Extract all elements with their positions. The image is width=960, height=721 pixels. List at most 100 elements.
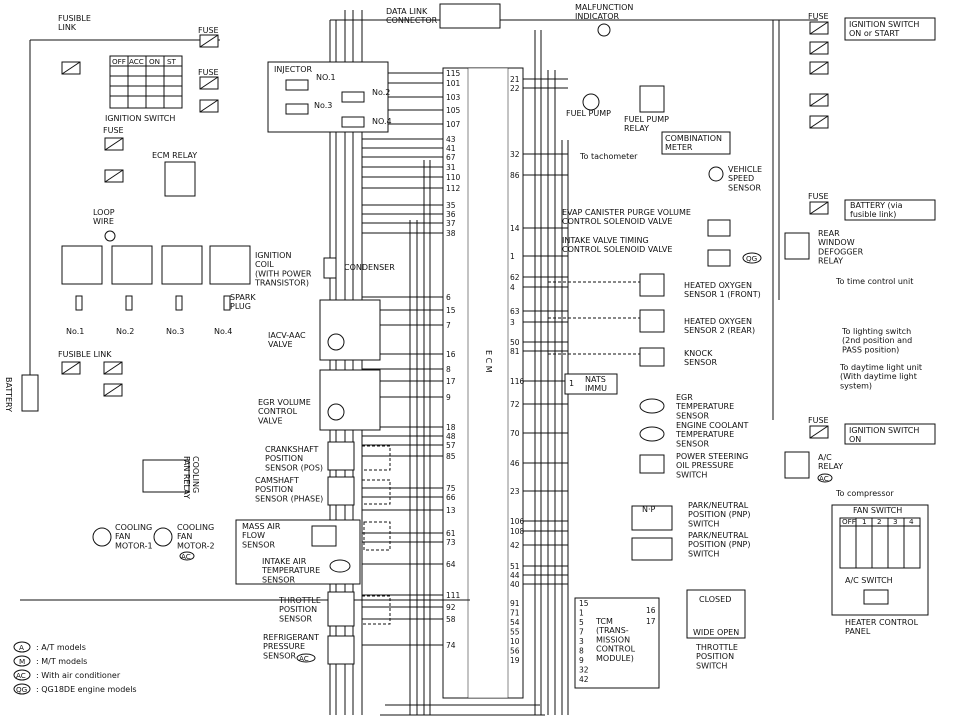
wire [809,21,829,35]
diagram-label: REAR [818,229,840,238]
wire [809,115,829,129]
tcm-ecm-pin: 91 [510,599,520,608]
diagram-label: SENSOR [676,411,709,420]
diagram-label: MASS AIR [242,522,281,531]
wiring-harness [20,10,818,716]
component-box [311,525,337,547]
component-box [707,249,731,267]
component-box [631,537,673,561]
diagram-label: MOTOR-1 [115,541,153,550]
ecm-pin-left: 9 [446,393,451,402]
diagram-label: SPEED [728,174,754,183]
diagram-label: ENGINE COOLANT [676,421,748,430]
diagram-label: THROTTLE [278,596,321,605]
tcm-pin: 42 [579,675,589,684]
diagram-label: POWER STEERING [676,452,748,461]
component-box [161,245,203,285]
diagram-label: IGNITION [255,251,291,260]
component-box [844,423,936,445]
ecm-pin-left: 36 [446,210,456,219]
component-box [235,519,361,585]
component-box [661,131,731,155]
diagram-label: RELAY [818,462,843,471]
diagram-label: HEATED OXYGEN [684,281,752,290]
diagram-label: (WITH POWER [255,269,312,278]
diagram-label: SWITCH [688,549,719,558]
ecm-pin-left: 103 [446,93,461,102]
diagram-label: COMBINATION [665,134,722,143]
diagram-label: SENSOR (POS) [265,463,323,472]
diagram-label: To time control unit [835,277,913,286]
diagram-label: 1 [862,517,867,526]
ecm-pin-right: 14 [510,224,520,233]
fuse-top: FUSE FUSE [198,26,219,113]
diagram-label: AC [181,552,191,561]
component-box [844,199,936,221]
diagram-label: CONTROL [258,407,298,416]
diagram-label: NO.4 [372,117,392,126]
component-box [285,103,309,115]
wire [361,445,391,471]
component-box [327,635,355,665]
component-box [327,591,355,627]
diagram-label: COOLING [191,456,200,493]
diagram-label: PASS position) [842,345,899,354]
diagram-label: CONTROL [596,645,636,654]
component-symbol [639,426,665,442]
diagram-label: AC [819,474,829,483]
legend-symbol-badge [13,641,31,653]
diagram-label: POSITION [255,485,293,494]
ecm-relay: ECM RELAY FUSE [103,126,197,197]
diagram-label: KNOCK [684,349,713,358]
diagram-label: SWITCH [696,661,727,670]
component-box [75,295,83,311]
ecm-label: E C M [484,350,493,373]
diagram-label: CRANKSHAFT [265,445,319,454]
legend-symbol: A [19,643,24,652]
tcm-pin: 5 [579,618,584,627]
wire [380,704,545,716]
component-box [175,295,183,311]
diagram-label: INTAKE VALVE TIMING [562,236,649,245]
ecm-pin-left: 48 [446,432,456,441]
diagram-label: To compressor [835,489,894,498]
ecm-pin-left: 57 [446,441,456,450]
component-box [639,85,665,113]
diagram-label: WIRE [93,217,114,226]
diagram-label: TEMPERATURE [675,430,734,439]
diagram-label: AC [299,654,309,663]
diagram-label: To tachometer [579,152,638,161]
diagram-label: TEMPERATURE [675,402,734,411]
ecm-pin-right: 1 [510,252,515,261]
diagram-label: SENSOR [684,358,717,367]
tcm-ecm-pin: 71 [510,609,520,618]
wire [104,169,124,183]
diagram-label: REFRIGERANT [263,633,319,642]
diagram-label: INDICATOR [575,12,619,21]
diagram-label: FUSE [808,416,829,425]
component-box [61,245,103,285]
diagram-label: OIL PRESSURE [676,461,734,470]
ecm-pin-left: 112 [446,184,461,193]
ecm-pin-right: 22 [510,84,520,93]
